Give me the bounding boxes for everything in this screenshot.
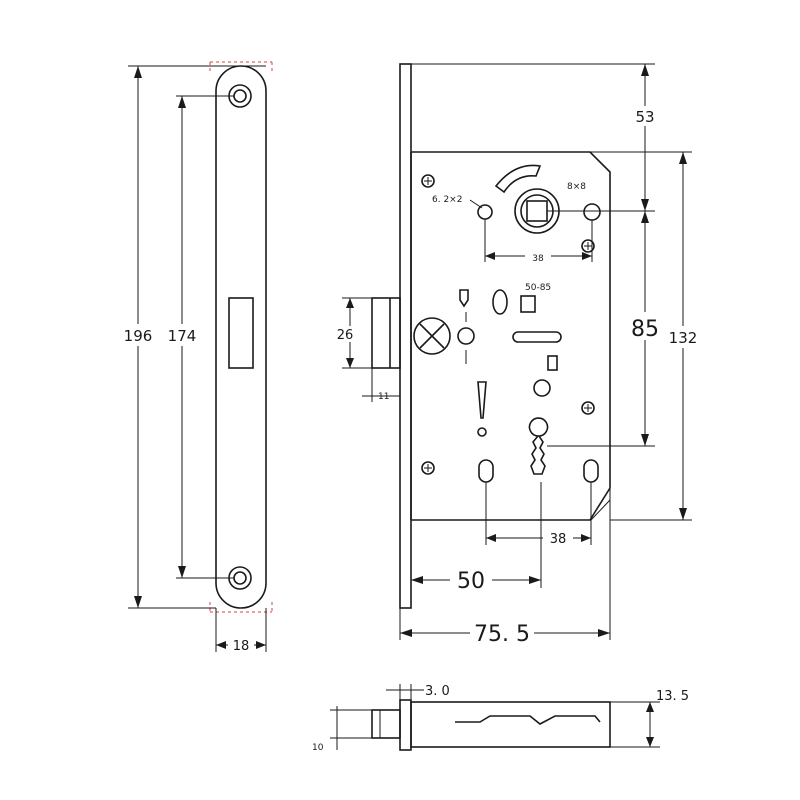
dim-38-bottom-arrow-left: [486, 534, 496, 542]
dim-38-top-arrow-left: [485, 252, 495, 260]
bottom-body: [410, 701, 611, 748]
small-rect-slot: [547, 355, 558, 371]
dim-85-label: 85: [631, 317, 659, 342]
dim-196-arrow-top: [134, 66, 142, 78]
dim-75-arrow-right: [598, 629, 610, 637]
spindle-square: [526, 200, 548, 222]
latch-cam-mark: [419, 323, 445, 349]
faceplate-outline: [215, 65, 267, 609]
dim-75-bg: [470, 621, 534, 643]
latch-cam-hole: [457, 327, 475, 345]
dim-85-arrow-bottom: [641, 434, 649, 446]
dim-75-label: 75. 5: [474, 622, 530, 647]
dim-50-arrow-right: [529, 576, 541, 584]
dim-18-bg: [228, 637, 254, 653]
dim-26-label: 26: [337, 328, 354, 343]
rotate-icon: [492, 289, 508, 315]
dim-18-arrow-right: [256, 641, 266, 649]
dim-75-arrow-left: [400, 629, 412, 637]
spindle-right-hole: [583, 203, 601, 221]
dim-38-bottom-arrow-right: [581, 534, 591, 542]
oval-left: [478, 459, 494, 483]
dim-38-bottom-label: 38: [550, 532, 567, 547]
faceplate-latch-slot: [228, 297, 254, 369]
dim-18-label: 18: [233, 639, 250, 654]
dim-53-label: 53: [635, 108, 654, 126]
latch-cam: [413, 317, 451, 355]
dim-196-label: 196: [124, 327, 153, 345]
oval-right: [583, 459, 599, 483]
dim-132-bg: [662, 326, 704, 348]
dim-38-bottom-leader: [590, 499, 611, 521]
bottom-view: 3. 0 10 13. 5: [312, 684, 689, 753]
latch-icon: [520, 295, 536, 313]
screw-right-mid: [581, 401, 595, 415]
dim-135-arrow-bottom: [646, 737, 654, 747]
dim-135-label: 13. 5: [656, 689, 689, 704]
dim-53-arrow-bottom: [641, 199, 649, 211]
dim-132-arrow-top: [679, 152, 687, 164]
bottom-body-notch: [455, 715, 601, 725]
screw-callout-leader: [469, 199, 483, 209]
dim-85-bg: [624, 312, 666, 340]
spindle-size-label: 8×8: [567, 182, 586, 192]
dim-11-label: 11: [378, 392, 389, 402]
bottom-front-plate: [399, 699, 412, 751]
dim-50-label: 50: [457, 569, 485, 594]
small-hole: [477, 427, 487, 437]
screw-callout-label: 6. 2×2: [432, 195, 462, 205]
dim-26-bg: [334, 326, 356, 342]
keyhole: [528, 417, 549, 475]
dim-50-arrow-left: [411, 576, 423, 584]
screw-top-left: [421, 174, 435, 188]
dim-3-label: 3. 0: [425, 684, 450, 699]
dim-38-bottom-bg: [543, 530, 573, 546]
dim-174-arrow-bottom: [178, 566, 186, 578]
dim-18-arrow-left: [216, 641, 226, 649]
front-plate: [399, 63, 412, 609]
dim-174-arrow-top: [178, 96, 186, 108]
round-hole: [533, 379, 551, 397]
dim-53-arrow-top: [641, 64, 649, 76]
dim-38-top-label: 38: [532, 254, 544, 264]
dim-26-arrow-top: [346, 298, 354, 308]
lock-body-view: 8×8 6. 2×2 38: [334, 63, 704, 647]
dim-10-label: 10: [312, 743, 324, 753]
dim-85-arrow-top: [641, 211, 649, 223]
dim-174-bg: [162, 324, 202, 346]
latch-bolt: [371, 297, 401, 369]
arc-slot: [494, 164, 542, 194]
faceplate-view: 196 174 18: [118, 61, 273, 654]
teardrop-slot: [477, 381, 487, 419]
dim-132-label: 132: [669, 329, 698, 347]
faceplate-top-hole-inner: [233, 89, 247, 103]
dim-53-bg: [628, 106, 662, 126]
dim-196-arrow-bottom: [134, 596, 142, 608]
dim-38-top-bg: [525, 248, 551, 263]
body-outline: [411, 151, 611, 521]
screw-bottom-left: [421, 461, 435, 475]
faceplate-bottom-hole-inner: [233, 571, 247, 585]
dim-26-arrow-bottom: [346, 358, 354, 368]
dim-174-label: 174: [168, 327, 197, 345]
dim-132-arrow-bottom: [679, 508, 687, 520]
dim-50-bg: [450, 566, 492, 590]
model-mark-label: 50-85: [525, 283, 551, 293]
dim-196-bg: [118, 324, 158, 346]
dim-135-arrow-top: [646, 702, 654, 712]
dim-38-top-arrow-right: [582, 252, 592, 260]
bottom-latch: [371, 709, 401, 739]
reverse-icon: [459, 289, 469, 308]
horizontal-slot: [512, 331, 562, 343]
screw-right-upper: [581, 239, 595, 253]
